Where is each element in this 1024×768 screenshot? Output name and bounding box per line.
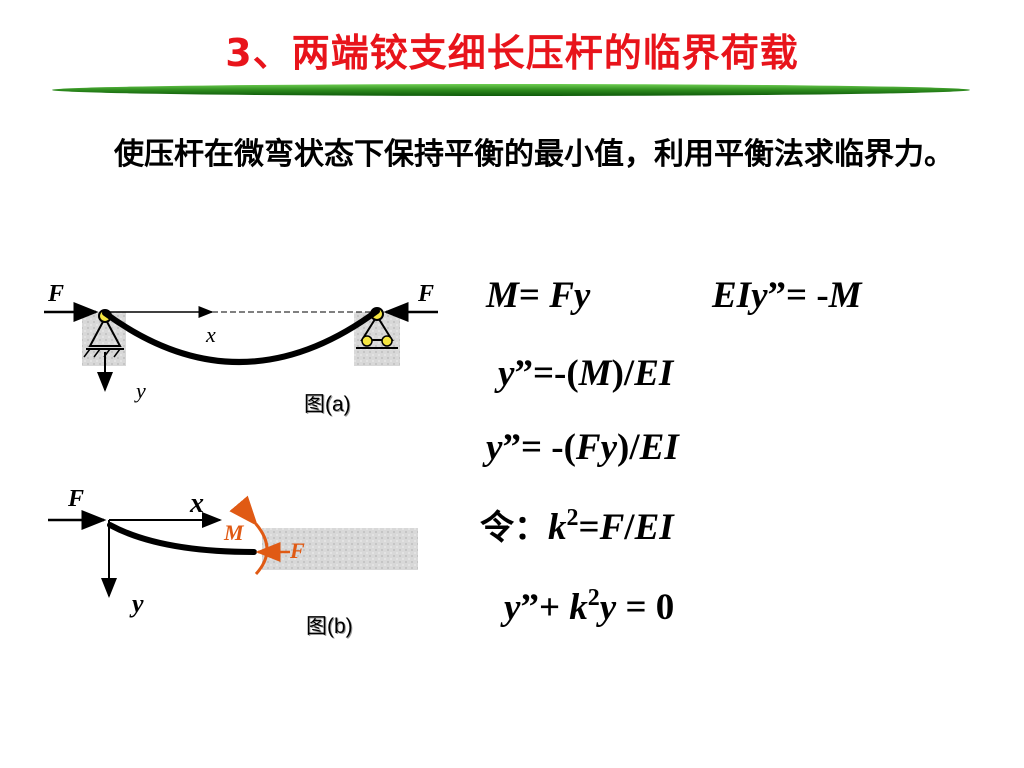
equation-bending: EIy”= -M xyxy=(712,275,862,316)
beam-diagrams: F F x y F x y M F xyxy=(44,281,438,618)
equation-differential: y”+ k2y = 0 xyxy=(504,585,675,628)
bent-beam xyxy=(102,308,380,365)
label-F-left: F xyxy=(47,281,64,307)
figure-b: F x y M F xyxy=(48,486,418,618)
label-y: y xyxy=(134,378,146,403)
caption-figure-a: 图(a) xyxy=(304,393,351,416)
equation-curvature-m: y”=-(M)/EI xyxy=(498,353,674,394)
figure-a: F F x y xyxy=(44,281,438,403)
title-underline xyxy=(52,84,970,96)
intro-paragraph: 使压杆在微弯状态下保持平衡的最小值，利用平衡法求临界力。 xyxy=(36,124,1016,186)
label-x-b: x xyxy=(189,488,204,519)
beam-segment xyxy=(107,522,257,555)
right-roller-support-icon xyxy=(360,314,394,341)
section-block xyxy=(262,528,418,570)
label-F-b: F xyxy=(67,486,84,512)
intro-text: 使压杆在微弯状态下保持平衡的最小值，利用平衡法求临界力。 xyxy=(114,137,954,172)
label-y-b: y xyxy=(129,589,144,618)
label-F-right: F xyxy=(417,281,434,307)
caption-figure-b: 图(b) xyxy=(306,615,353,638)
label-x: x xyxy=(205,322,216,347)
label-F-red-b: F xyxy=(289,538,305,563)
label-M-b: M xyxy=(223,520,245,545)
left-pin-support-icon xyxy=(88,315,122,347)
equation-moment: M= Fy xyxy=(486,275,591,316)
equation-k-definition: 令：k2=F/EI xyxy=(480,505,674,548)
page-title: 3、两端铰支细长压杆的临界荷载 xyxy=(225,31,799,75)
equation-curvature-fy: y”= -(Fy)/EI xyxy=(486,427,679,468)
